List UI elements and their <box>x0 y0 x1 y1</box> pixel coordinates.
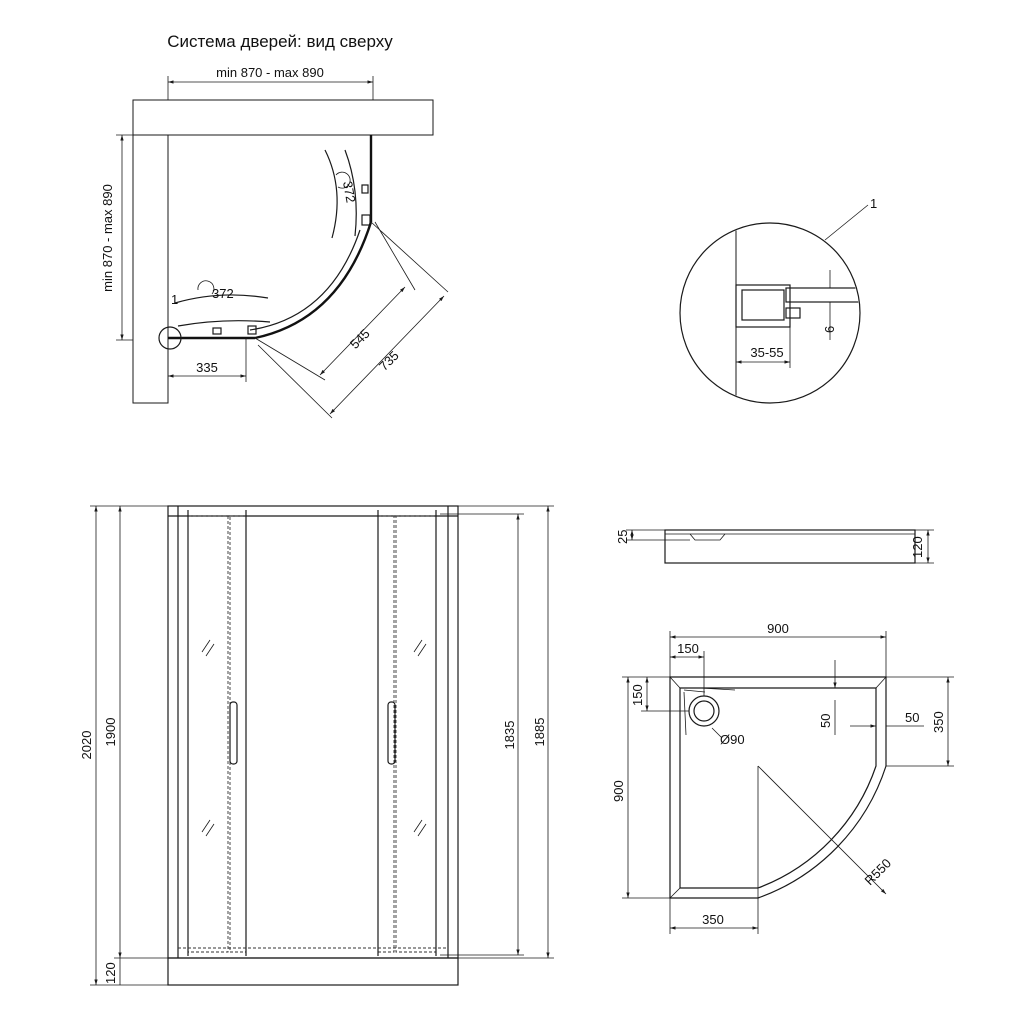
left-fixed-glass <box>187 515 229 953</box>
right-fixed-glass <box>395 515 437 953</box>
drain-x-label: 150 <box>677 641 699 656</box>
diag-inner-label: 545 <box>347 326 373 352</box>
tray-depth-label: 900 <box>611 780 626 802</box>
tray-width-label: 900 <box>767 621 789 636</box>
straight-right-label: 350 <box>931 711 946 733</box>
drawing-title: Система дверей: вид сверху <box>167 32 393 51</box>
plan-view: min 870 - max 890 min 870 - max 890 372 … <box>100 65 449 419</box>
plan-width-label: min 870 - max 890 <box>216 65 324 80</box>
left-door-swing <box>174 294 269 304</box>
inner-height-label: 1885 <box>532 718 547 747</box>
drain-diameter-label: Ø90 <box>720 732 745 747</box>
door-height-label: 1835 <box>502 721 517 750</box>
tray-front <box>167 957 459 986</box>
left-swing-label: 372 <box>212 286 234 301</box>
radius-label: R550 <box>862 856 895 889</box>
top-door-swing <box>324 149 338 239</box>
detail-gap-label: 35-55 <box>750 345 783 360</box>
tray-side-body <box>664 529 916 564</box>
detail-circle <box>679 222 861 404</box>
diag-outer-label: 735 <box>376 348 402 374</box>
right-door-handle <box>387 701 396 765</box>
detail-thickness-label: 6 <box>822 326 837 333</box>
front-elevation: 2020 1900 120 1835 1885 <box>79 505 554 986</box>
drain-inner <box>693 700 715 722</box>
tray-plan-view: Ø90 900 150 150 900 50 50 350 <box>611 621 954 934</box>
plan-callout-marker: 1 <box>171 292 178 307</box>
door-offset-label: 335 <box>196 360 218 375</box>
straight-bottom-label: 350 <box>702 912 724 927</box>
top-swing-label: 372 <box>340 180 359 204</box>
tray-side-view: 25 120 <box>615 529 934 564</box>
glass-height-label: 1900 <box>103 718 118 747</box>
left-door-handle <box>229 701 238 765</box>
tray-rim-label: 25 <box>615 530 630 544</box>
rim-top-label: 50 <box>818 714 833 728</box>
tray-outline <box>669 676 887 899</box>
detail-callout: 1 <box>870 196 877 211</box>
cabin-frame <box>167 505 459 959</box>
detail-view: 1 35-55 6 <box>679 196 877 404</box>
curved-door <box>254 221 373 340</box>
tray-side-height-label: 120 <box>910 536 925 558</box>
top-wall <box>132 99 434 136</box>
total-height-label: 2020 <box>79 731 94 760</box>
tray-height-label: 120 <box>103 962 118 984</box>
left-wall <box>132 134 169 404</box>
drain-y-label: 150 <box>630 684 645 706</box>
plan-depth-label: min 870 - max 890 <box>100 184 115 292</box>
plan-callout-circle <box>158 326 182 350</box>
rim-right-label: 50 <box>905 710 919 725</box>
